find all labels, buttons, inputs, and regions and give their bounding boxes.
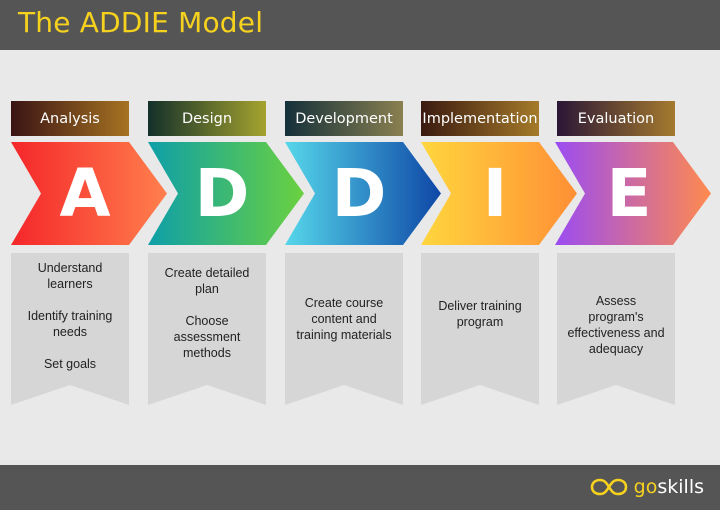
arrow-implementation (421, 142, 577, 245)
page-title: The ADDIE Model (18, 6, 264, 39)
desc-item: Create course content and training mater… (296, 296, 392, 342)
phase-label-design: Design (148, 101, 266, 136)
footer-bar: goskills (0, 465, 720, 510)
letter-i: I (482, 155, 508, 232)
logo-go: go (633, 476, 658, 498)
desc-analysis: Understand learners Identify training ne… (11, 253, 129, 405)
desc-item: Create detailed plan (164, 266, 250, 296)
goskills-infinity-icon (590, 478, 627, 496)
arrow-development (285, 142, 441, 245)
desc-item: Set goals (43, 357, 97, 371)
arrow-design (148, 142, 304, 245)
letter-d: D (194, 155, 250, 232)
desc-design: Create detailed plan Choose assessment m… (148, 253, 266, 405)
phase-label-analysis: Analysis (11, 101, 129, 136)
desc-item: Choose assessment methods (173, 314, 241, 360)
desc-item: Understand learners (37, 261, 103, 291)
phase-label-evaluation: Evaluation (557, 101, 675, 136)
letter-e: E (606, 155, 652, 232)
desc-evaluation: Assess program's effectiveness and adequ… (557, 253, 675, 405)
desc-implementation: Deliver training program (421, 253, 539, 405)
letter-d: D (331, 155, 387, 232)
header-bar: The ADDIE Model (0, 0, 720, 50)
logo-skills: skills (657, 476, 704, 498)
phase-label-development: Development (285, 101, 403, 136)
goskills-logo: goskills (590, 474, 704, 500)
arrow-analysis (11, 142, 167, 245)
desc-item: Assess program's effectiveness and adequ… (567, 294, 665, 356)
letter-a: A (59, 155, 111, 232)
desc-item: Identify training needs (27, 309, 113, 339)
desc-development: Create course content and training mater… (285, 253, 403, 405)
arrow-evaluation (555, 142, 711, 245)
desc-item: Deliver training program (438, 299, 522, 329)
phase-label-implementation: Implementation (421, 101, 539, 136)
